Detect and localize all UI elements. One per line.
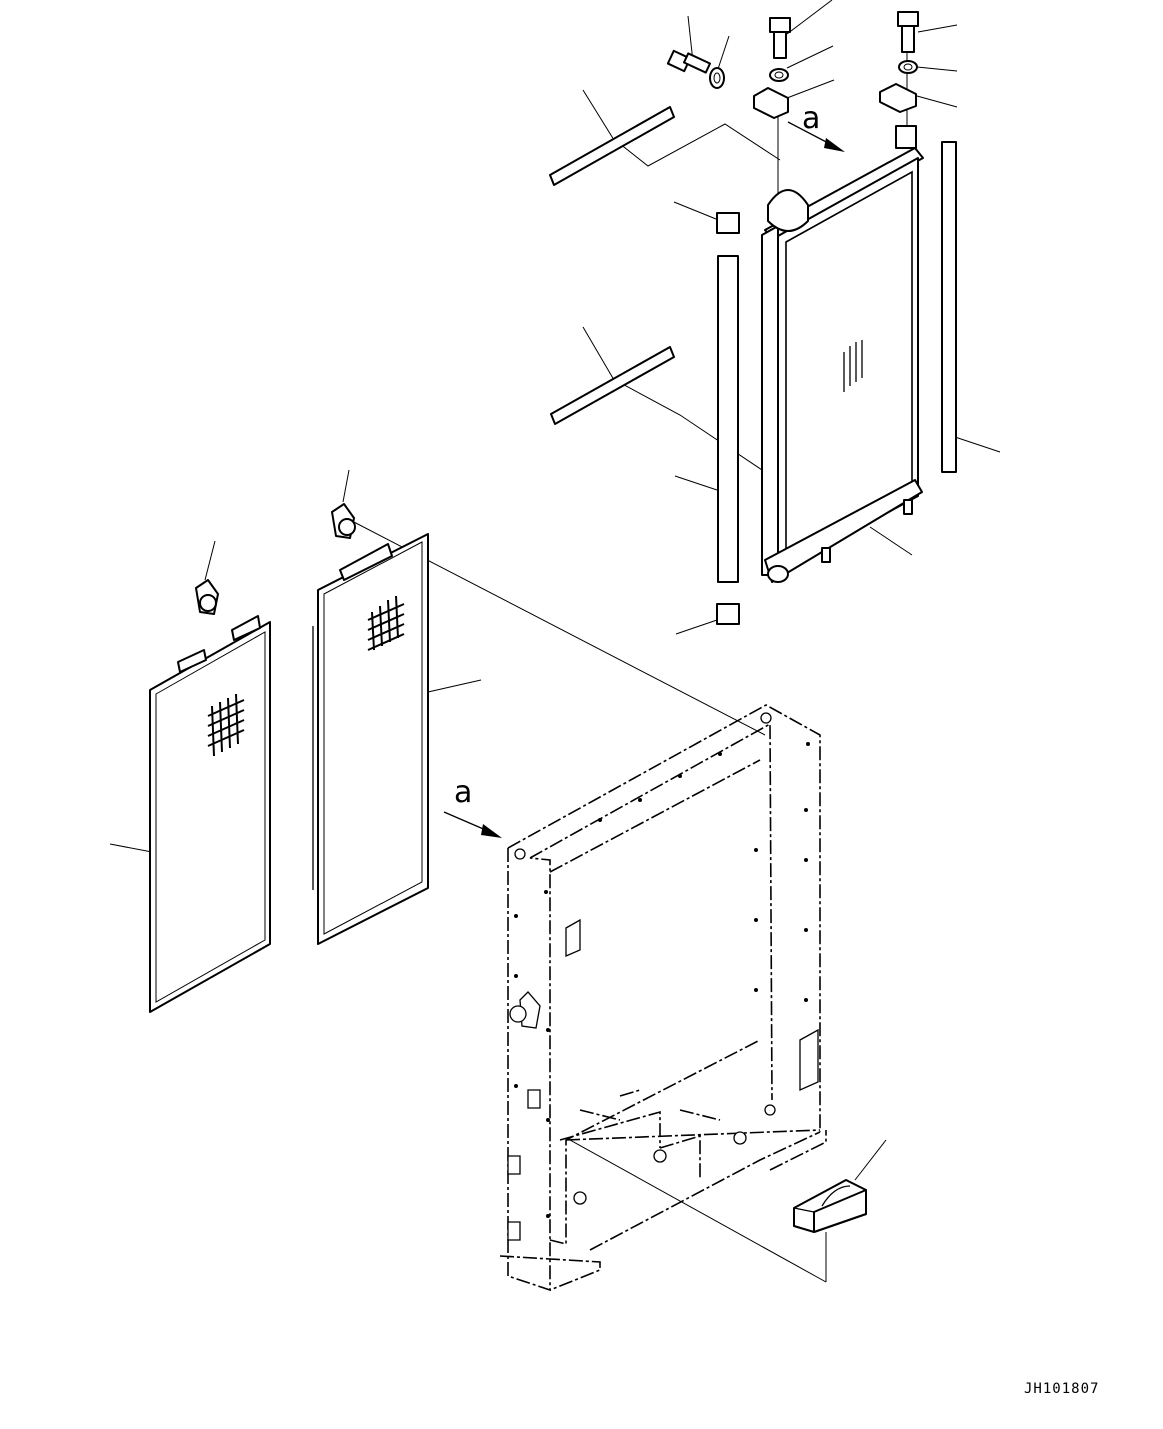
seal-strip-middle bbox=[550, 346, 675, 425]
washer-left bbox=[709, 67, 725, 89]
view-marker-top: a bbox=[802, 101, 820, 136]
seal-block-top bbox=[716, 212, 740, 234]
bolt-horizontal bbox=[666, 49, 711, 74]
net-panel-right bbox=[312, 533, 429, 945]
clip-left bbox=[195, 579, 219, 615]
bracket-center bbox=[753, 87, 789, 119]
clip-right bbox=[331, 503, 356, 539]
radiator-core bbox=[761, 125, 924, 583]
seal-strip-top bbox=[549, 106, 675, 186]
bolt-center bbox=[769, 17, 791, 59]
view-arrow-frame bbox=[443, 811, 502, 838]
seal-column bbox=[717, 255, 739, 583]
bracket-right bbox=[879, 83, 917, 113]
seal-block-bottom bbox=[716, 603, 740, 625]
bolt-right bbox=[897, 11, 919, 53]
view-arrow-top bbox=[787, 121, 845, 152]
radiator-frame bbox=[499, 704, 827, 1292]
mount-cushion bbox=[793, 1179, 867, 1233]
view-marker-frame: a bbox=[454, 775, 472, 810]
net-panel-left bbox=[149, 615, 271, 1013]
seal-column-right bbox=[941, 141, 957, 473]
washer-right bbox=[898, 60, 918, 74]
washer-center bbox=[769, 68, 789, 82]
drawing-code: JH101807 bbox=[1024, 1381, 1100, 1397]
